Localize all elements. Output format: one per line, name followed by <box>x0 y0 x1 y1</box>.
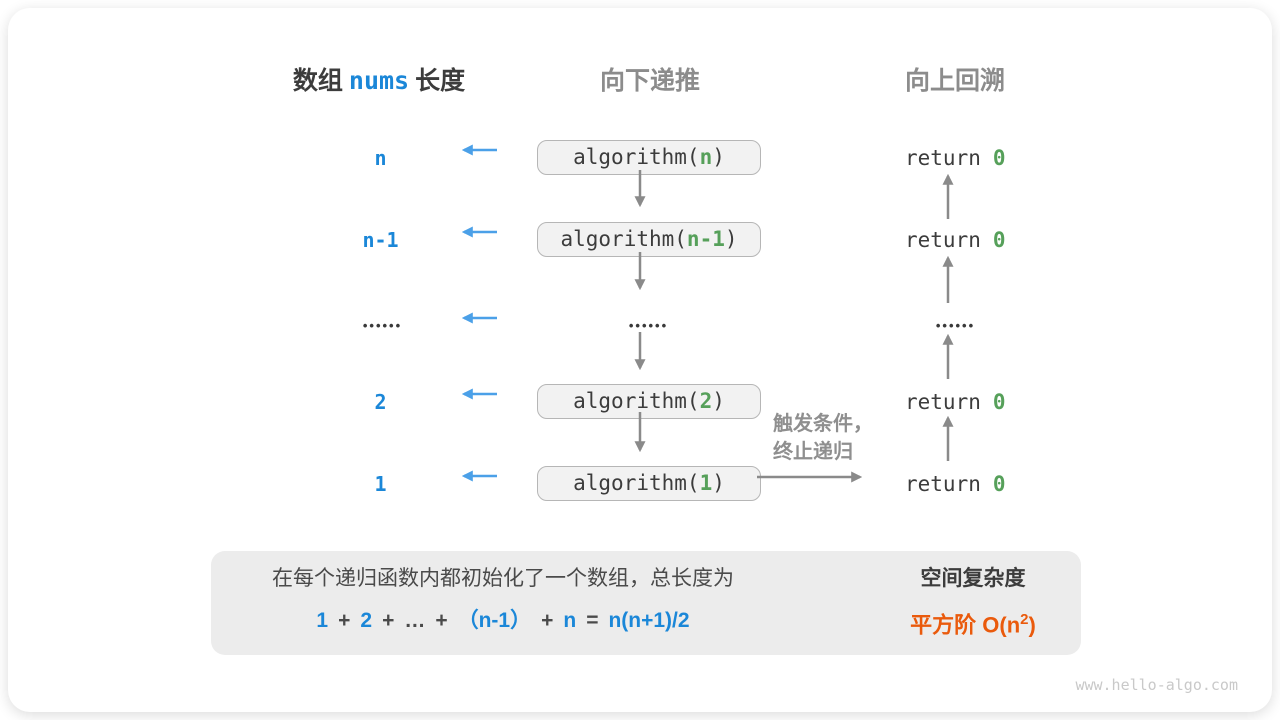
return-statement: return 0 <box>905 471 1006 497</box>
call-box-suffix: ) <box>712 471 725 495</box>
formula-token: + <box>338 609 351 632</box>
call-box-prefix: algorithm( <box>573 389 700 413</box>
formula-token: n(n+1)/2 <box>608 609 690 632</box>
length-label-2: 2 <box>374 390 387 414</box>
summary-formula: 1 +2 + … + （n-1） + n = n(n+1)/2 <box>218 608 788 634</box>
call-box-suffix: ) <box>712 389 725 413</box>
summary-panel: 在每个递归函数内都初始化了一个数组，总长度为 1 +2 + … + （n-1） + n = n(n… <box>211 551 1081 655</box>
return-value: 0 <box>992 390 1006 414</box>
formula-token: 2 <box>360 609 373 632</box>
watermark: www.hello-algo.com <box>1075 676 1238 694</box>
call-box-1: algorithm(1) <box>537 466 761 501</box>
length-label-n-1: n-1 <box>362 228 399 252</box>
trigger-note-line1: 触发条件， <box>773 413 873 435</box>
header-array-suffix: 长度 <box>415 67 466 95</box>
return-keyword: return <box>905 146 981 170</box>
return-value: 0 <box>992 228 1006 252</box>
length-label-dots: •••••• <box>362 318 403 333</box>
header-array-code: nums <box>348 66 410 95</box>
call-box-prefix: algorithm( <box>560 227 687 251</box>
formula-token: + <box>541 609 554 632</box>
complexity-title: 空间复杂度 <box>920 567 1026 590</box>
call-box-prefix: algorithm( <box>573 471 700 495</box>
formula-token: + <box>382 609 395 632</box>
call-box-2: algorithm(2) <box>537 384 761 419</box>
return-statement: return 0 <box>905 145 1006 171</box>
return-statement: return 0 <box>905 389 1006 415</box>
length-label-n: n <box>374 146 387 170</box>
return-keyword: return <box>905 472 981 496</box>
header-backtrack-up: 向上回溯 <box>904 67 1005 95</box>
formula-token: + <box>435 609 448 632</box>
complexity-value: 平方阶 O(n2) <box>868 606 1078 639</box>
trigger-note-line2: 终止递归 <box>773 441 853 463</box>
call-box-n-1: algorithm(n-1) <box>537 222 761 257</box>
return-value: 0 <box>992 472 1006 496</box>
call-stack-dots: •••••• <box>628 318 669 333</box>
return-keyword: return <box>905 228 981 252</box>
formula-token: … <box>404 609 426 632</box>
formula-token: （n-1） <box>457 609 532 632</box>
summary-description: 在每个递归函数内都初始化了一个数组，总长度为 <box>272 567 734 590</box>
call-box-prefix: algorithm( <box>573 145 700 169</box>
length-label-1: 1 <box>374 472 387 496</box>
left-arrow <box>461 144 497 482</box>
call-box-arg: n-1 <box>686 227 725 251</box>
complexity-prefix: 平方阶 O(n <box>910 612 1021 638</box>
complexity-suffix: ) <box>1028 612 1036 638</box>
call-box-n: algorithm(n) <box>537 140 761 175</box>
call-box-arg: 1 <box>699 471 713 495</box>
complexity-exponent: 2 <box>1020 611 1029 628</box>
return-statement: return 0 <box>905 227 1006 253</box>
header-recurse-down: 向下递推 <box>599 67 700 95</box>
formula-token: = <box>586 609 599 632</box>
header-array-prefix: 数组 <box>292 67 343 95</box>
call-box-arg: 2 <box>699 389 713 413</box>
return-keyword: return <box>905 390 981 414</box>
call-box-suffix: ) <box>712 145 725 169</box>
returns-dots: •••••• <box>935 318 976 333</box>
call-box-arg: n <box>699 145 713 169</box>
call-box-suffix: ) <box>724 227 738 251</box>
return-value: 0 <box>992 146 1006 170</box>
formula-token: n <box>563 609 577 632</box>
formula-token: 1 <box>316 609 329 632</box>
